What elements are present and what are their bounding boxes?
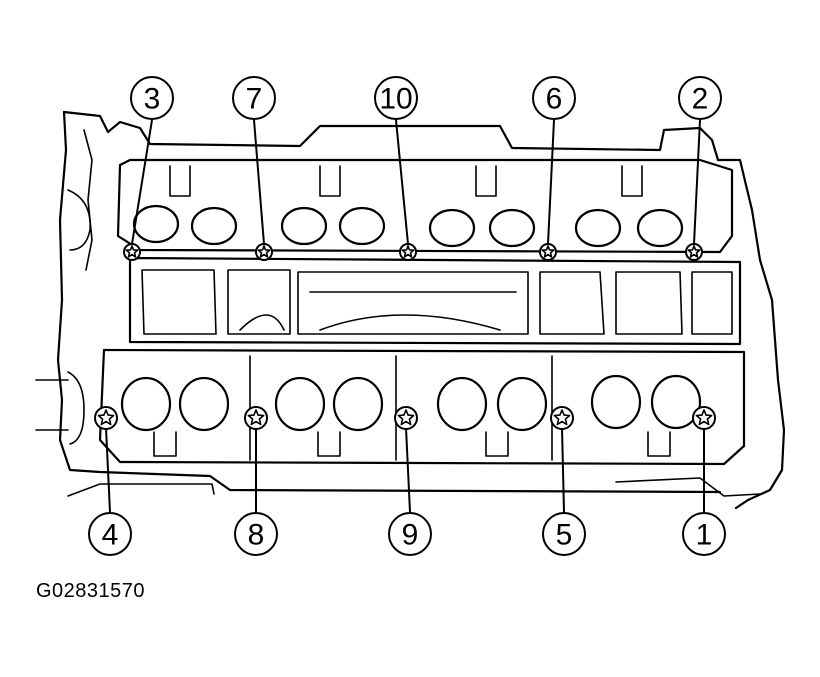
valve-bore: [274, 376, 326, 432]
callout-number: 1: [696, 519, 713, 552]
cylinder-head-outline: [35, 110, 786, 510]
star-socket-bolt-icon: [695, 409, 713, 426]
bolt-callout-9: 9: [388, 406, 432, 556]
valve-bore: [120, 376, 172, 432]
valve-bore: [178, 376, 230, 432]
callout-number: 2: [692, 83, 709, 116]
valve-bore: [338, 206, 386, 246]
bolt-callout-7: 7: [232, 76, 276, 261]
callout-number: 10: [379, 83, 412, 116]
valve-bore: [190, 206, 238, 246]
callout-number: 9: [402, 519, 419, 552]
star-socket-bolt-icon: [553, 409, 571, 426]
valve-bore: [590, 374, 642, 430]
upper-valve-bores: [132, 165, 684, 248]
bolt-callout-5: 5: [542, 406, 586, 556]
leader-line: [131, 119, 153, 245]
callout-circle: [130, 76, 174, 120]
star-socket-bolt-icon: [687, 245, 701, 258]
callout-circle: [678, 76, 722, 120]
bolt-callouts-top: 3 7 10 6 2: [123, 76, 722, 261]
valve-bore: [280, 206, 328, 246]
callout-number: 4: [102, 519, 119, 552]
callout-circle: [234, 512, 278, 556]
star-socket-bolt-icon: [257, 245, 271, 258]
callout-circle: [532, 76, 576, 120]
valve-bore: [636, 208, 684, 248]
bolt-callout-4: 4: [88, 406, 132, 556]
callout-number: 8: [248, 519, 265, 552]
leader-line: [547, 119, 555, 245]
star-socket-bolt-icon: [247, 409, 265, 426]
leader-line: [693, 119, 701, 245]
lower-valve-bores: [120, 374, 702, 457]
leader-line: [405, 427, 411, 513]
valve-bore: [332, 376, 384, 432]
leader-line: [253, 119, 265, 245]
valve-bore: [428, 208, 476, 248]
figure-id-label: G02831570: [36, 580, 146, 602]
star-socket-bolt-icon: [397, 409, 415, 426]
bolt-callout-8: 8: [234, 406, 278, 556]
star-socket-bolt-icon: [97, 409, 115, 426]
callout-circle: [388, 512, 432, 556]
star-socket-bolt-icon: [541, 245, 555, 258]
valve-bore: [650, 374, 702, 430]
star-socket-bolt-icon: [125, 245, 139, 258]
callout-number: 3: [144, 83, 161, 116]
callout-circle: [88, 512, 132, 556]
callout-number: 6: [546, 83, 563, 116]
leader-line: [105, 427, 111, 513]
bolt-callout-3: 3: [123, 76, 174, 261]
bolt-callouts-bottom: 4 8 9 5 1: [88, 406, 726, 556]
leader-line: [561, 427, 565, 513]
callout-circle: [682, 512, 726, 556]
bolt-callout-1: 1: [682, 406, 726, 556]
callout-circle: [542, 512, 586, 556]
bolt-callout-6: 6: [532, 76, 576, 261]
bolt-callout-10: 10: [374, 76, 418, 261]
valve-bore: [574, 208, 622, 248]
star-socket-bolt-icon: [401, 245, 415, 258]
callout-circle: [232, 76, 276, 120]
bolt-callout-2: 2: [678, 76, 722, 261]
callout-number: 7: [246, 83, 263, 116]
valve-bore: [488, 208, 536, 248]
valve-bore: [496, 376, 548, 432]
valve-bore: [132, 204, 180, 244]
valve-bore: [436, 376, 488, 432]
leader-line: [395, 119, 409, 245]
callout-number: 5: [556, 519, 573, 552]
callout-circle: [374, 76, 418, 120]
